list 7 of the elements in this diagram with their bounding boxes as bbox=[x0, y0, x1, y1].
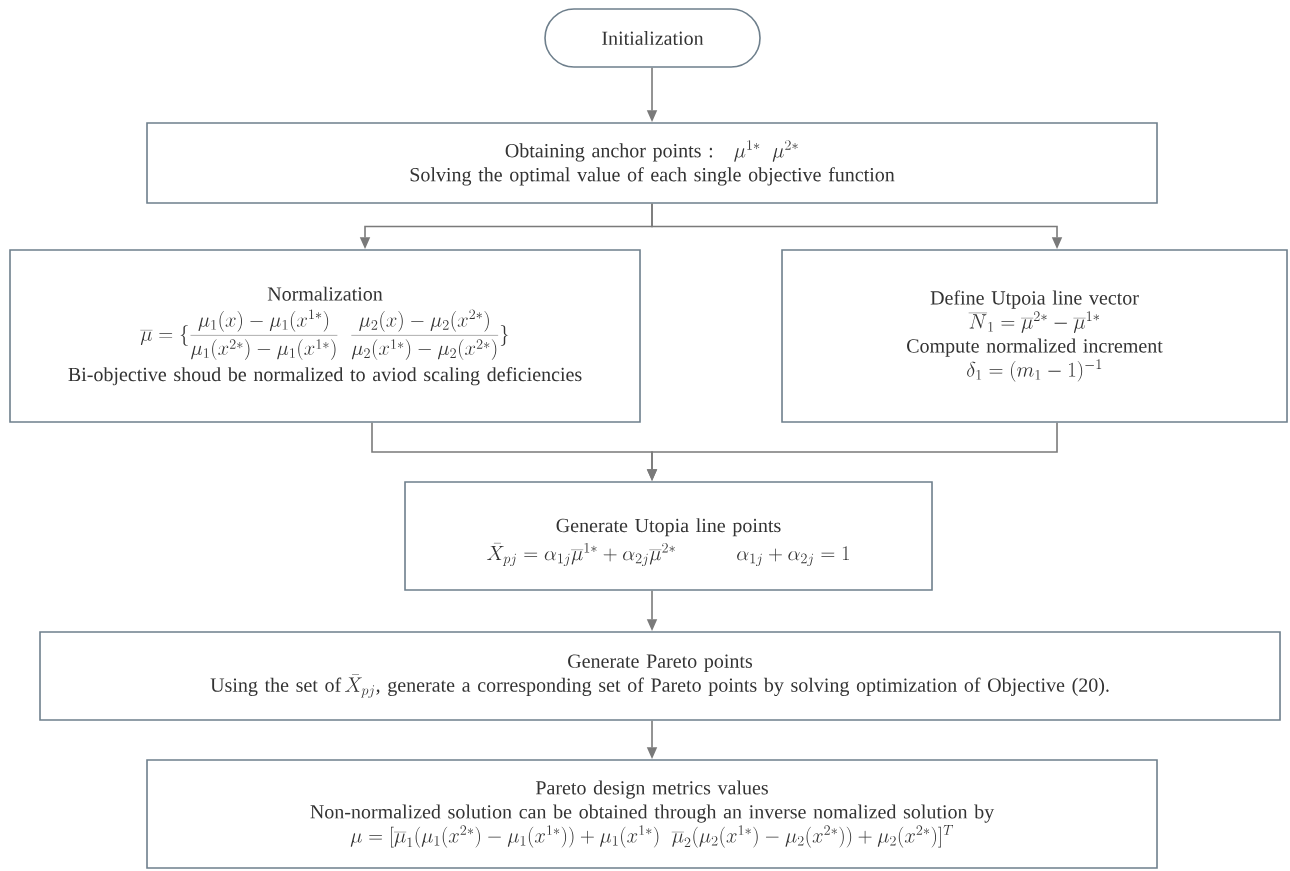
process-box: Obtaining anchor points : $\mu^{1*}\;\;\mu^{2*}$ Solving the optimal value of each single objective function bbox=[146, 122, 1158, 204]
process-box: Generate Utopia line points $\bar{X}_{pj}=\alpha_{1j}\overline{\mu}^{1*}+\alpha_{2j}\overline{\mu}^{2*}$ $\alpha_{1j}+\alpha_{2j}=1$ bbox=[404, 481, 933, 591]
start-terminal: Initialization bbox=[544, 8, 761, 68]
process-box: Normalization $\overline{\mu}=\{\frac{\mu_1(x)-\mu_1(x^{1*})}{\mu_1(x^{2*})-\mu_1(x^{1*})}\;\;\frac{\mu_2(x)-\mu_2(x^{2*})}{\mu_2(x^{1*})-\mu_2(x^{2*})}\}$ Bi-objective shoud be normalized to aviod scaling deficiencies bbox=[9, 249, 641, 423]
process-box: Define Utpoia line vector $\overline{N}_1=\overline{\mu}^{2*}-\overline{\mu}^{1*}$ Compute normalized increment $\delta_1=(m_1-1)^{-1}$ bbox=[781, 249, 1288, 423]
process-box: Generate Pareto points Using the set of $\bar{X}_{pj}$, generate a corresponding set of Pareto points by solving optimization of Objective (20). bbox=[39, 631, 1281, 721]
process-box: Pareto design metrics values Non-normalized solution can be obtained through an inverse nomalized solution by $\mu=[\overline{\mu}_1(\mu_1(x^{2*})-\mu_1(x^{1*}))+\mu_1(x^{1*})\;\;\overline{\mu}_2(\mu_2(x^{1*})-\mu_2(x^{2*}))+\mu_2(x^{2*})]^T$ bbox=[146, 759, 1158, 869]
